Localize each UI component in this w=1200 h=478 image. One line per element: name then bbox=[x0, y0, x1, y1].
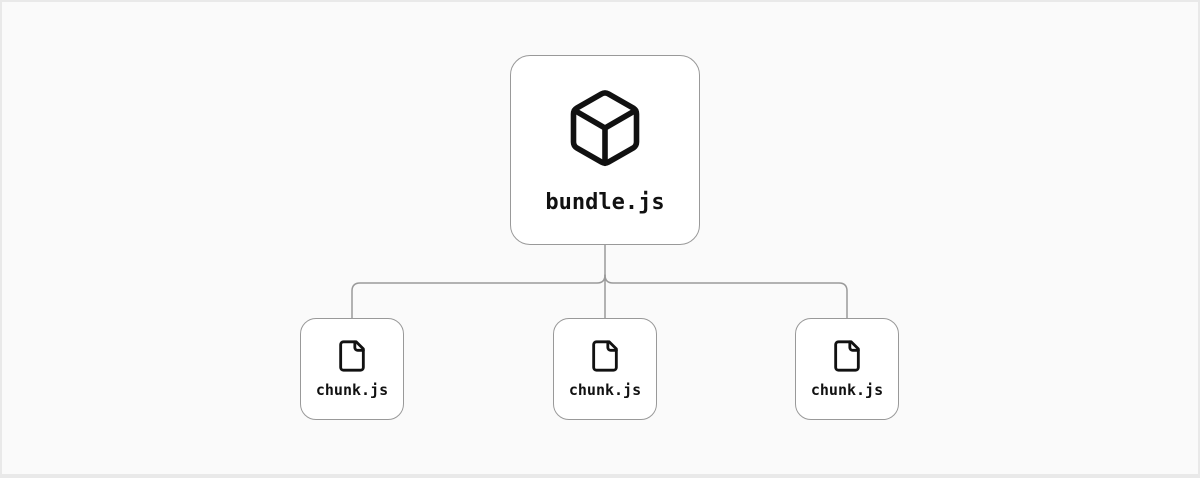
connector-right-branch bbox=[604, 274, 848, 319]
node-chunk-label: chunk.js bbox=[315, 381, 389, 399]
file-icon bbox=[830, 339, 864, 373]
file-icon bbox=[335, 339, 369, 373]
node-chunk-3: chunk.js bbox=[795, 318, 899, 420]
connector-left-branch bbox=[351, 274, 606, 319]
node-chunk-label: chunk.js bbox=[810, 381, 884, 399]
cube-icon bbox=[563, 86, 647, 170]
node-chunk-label: chunk.js bbox=[568, 381, 642, 399]
file-icon bbox=[588, 339, 622, 373]
node-bundle: bundle.js bbox=[510, 55, 700, 245]
node-chunk-2: chunk.js bbox=[553, 318, 657, 420]
node-bundle-label: bundle.js bbox=[545, 189, 665, 215]
node-chunk-1: chunk.js bbox=[300, 318, 404, 420]
